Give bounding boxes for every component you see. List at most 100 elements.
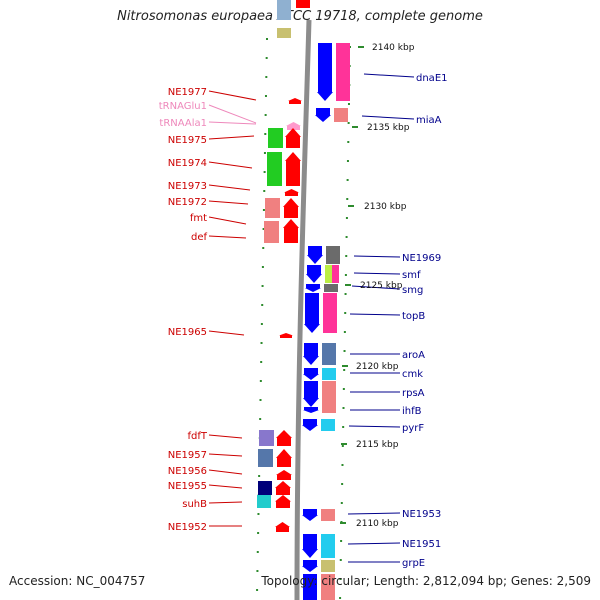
leader-line bbox=[208, 104, 257, 124]
leader-line bbox=[208, 121, 257, 125]
leader-line bbox=[361, 115, 415, 120]
gene-label-ne1974: NE1974 bbox=[168, 158, 207, 169]
tick-mark bbox=[258, 475, 261, 477]
cog-box bbox=[321, 509, 335, 521]
cog-box bbox=[321, 574, 335, 600]
tick-mark bbox=[347, 141, 350, 143]
tick-mark bbox=[263, 190, 266, 192]
cog-box bbox=[322, 368, 336, 380]
leader-line bbox=[208, 453, 243, 457]
tick-mark bbox=[343, 350, 346, 352]
tick-mark bbox=[340, 540, 343, 542]
tick-mark bbox=[262, 247, 265, 249]
gene-label-ne1955: NE1955 bbox=[168, 481, 207, 492]
gene-label-fmt: fmt bbox=[190, 213, 207, 224]
tick-mark bbox=[266, 38, 268, 40]
tick-mark bbox=[345, 217, 348, 219]
rna-arrow bbox=[286, 122, 301, 130]
tick-mark bbox=[342, 388, 345, 390]
tick-mark bbox=[264, 95, 267, 97]
scale-label: 2140 kbp bbox=[372, 43, 415, 53]
cog-box bbox=[325, 265, 332, 283]
gene-label-suhb: suhB bbox=[182, 499, 207, 510]
leader-line bbox=[208, 434, 243, 439]
scale-tick bbox=[345, 284, 351, 286]
leader-line bbox=[208, 484, 243, 489]
tick-mark bbox=[262, 209, 265, 211]
gene-label-miaa: miaA bbox=[416, 115, 442, 126]
tick-mark bbox=[260, 342, 263, 344]
tick-mark bbox=[257, 532, 260, 534]
feature-arrow bbox=[276, 470, 292, 480]
leader-line bbox=[351, 285, 401, 290]
feature-arrow bbox=[285, 152, 301, 186]
cog-box bbox=[332, 265, 339, 283]
leader-line bbox=[208, 161, 253, 169]
gene-label-ne1951: NE1951 bbox=[402, 539, 441, 550]
scale-tick bbox=[352, 126, 358, 128]
cog-box bbox=[277, 0, 291, 20]
scale-label: 2120 kbp bbox=[356, 362, 399, 372]
tick-mark bbox=[345, 255, 348, 257]
feature-arrow bbox=[284, 189, 299, 196]
gene-label-ne1973: NE1973 bbox=[168, 181, 207, 192]
gene-label-dnae1: dnaE1 bbox=[416, 73, 448, 84]
tick-mark bbox=[263, 171, 266, 173]
gene-label-ne1953: NE1953 bbox=[402, 509, 441, 520]
cog-box bbox=[267, 152, 282, 186]
tick-mark bbox=[342, 407, 345, 409]
tick-mark bbox=[262, 228, 265, 230]
gene-label-fdft: fdfT bbox=[188, 431, 208, 442]
feature-arrow bbox=[303, 343, 319, 365]
gene-label-ne1975: NE1975 bbox=[168, 135, 207, 146]
tick-mark bbox=[257, 513, 260, 515]
feature-arrow bbox=[315, 108, 331, 122]
gene-label-smf: smf bbox=[402, 270, 421, 281]
leader-line bbox=[353, 255, 401, 258]
leader-line bbox=[208, 501, 243, 504]
tick-mark bbox=[344, 274, 347, 276]
gene-label-trnaala1: tRNAAla1 bbox=[159, 118, 207, 129]
gene-features bbox=[257, 0, 350, 600]
scale-label: 2110 kbp bbox=[356, 519, 399, 529]
gene-label-ne1969: NE1969 bbox=[402, 253, 441, 264]
tick-mark bbox=[256, 589, 259, 591]
tick-mark bbox=[346, 179, 349, 181]
tick-mark bbox=[346, 198, 349, 200]
tick-mark bbox=[263, 152, 266, 154]
genome-backbone bbox=[294, 19, 312, 600]
feature-arrow bbox=[275, 495, 291, 508]
feature-arrow bbox=[305, 284, 321, 292]
leader-line bbox=[208, 90, 257, 101]
minor-ticks-right bbox=[339, 46, 351, 599]
tick-mark bbox=[265, 76, 268, 78]
leader-line bbox=[349, 313, 401, 316]
gene-label-trnaglu1: tRNAGlu1 bbox=[159, 101, 207, 112]
feature-arrow bbox=[302, 509, 318, 521]
feature-arrow bbox=[276, 449, 292, 467]
leader-line bbox=[208, 135, 255, 140]
tick-mark bbox=[344, 293, 347, 295]
cog-box bbox=[322, 381, 336, 407]
cog-box bbox=[334, 108, 348, 122]
feature-arrow bbox=[288, 98, 302, 104]
scale-tick bbox=[340, 522, 346, 524]
gene-label-rpsa: rpsA bbox=[402, 388, 425, 399]
gene-label-aroa: aroA bbox=[402, 350, 425, 361]
gene-label-ne1956: NE1956 bbox=[168, 466, 207, 477]
tick-mark bbox=[342, 426, 345, 428]
minor-ticks-left bbox=[256, 38, 268, 591]
leader-line bbox=[208, 184, 251, 191]
feature-arrow bbox=[283, 198, 299, 218]
genome-summary: Topology: circular; Length: 2,812,094 bp… bbox=[261, 574, 591, 588]
tick-mark bbox=[339, 559, 342, 561]
scale-label: 2125 kbp bbox=[360, 281, 403, 291]
cog-box bbox=[257, 495, 271, 508]
cog-box bbox=[259, 430, 274, 446]
leader-line bbox=[353, 272, 401, 275]
leader-line bbox=[347, 512, 401, 515]
scale-label: 2130 kbp bbox=[364, 202, 407, 212]
gene-label-ne1957: NE1957 bbox=[168, 450, 207, 461]
